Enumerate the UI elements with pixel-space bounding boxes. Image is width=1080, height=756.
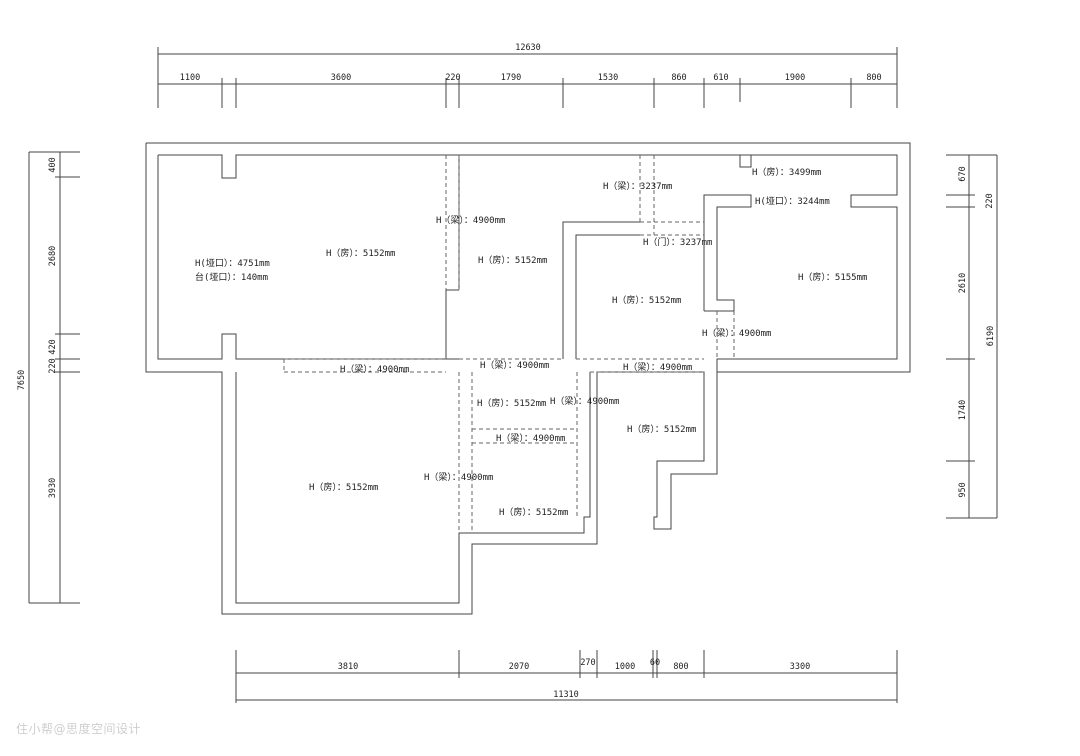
label-opening-3244: H(垭口）：3244mm (755, 195, 830, 207)
dim-bottom-5: 60 (650, 658, 660, 668)
dim-top-5: 1530 (598, 73, 618, 83)
dim-right-1: 670 (958, 166, 968, 181)
label-room-5155: H（房）：5155mm (798, 271, 867, 283)
label-door-3237: H（门）：3237mm (643, 236, 712, 248)
beams (283, 155, 735, 533)
label-room-5152-d: H（房）：5152mm (477, 397, 546, 409)
dim-bottom-total: 11310 (553, 690, 579, 700)
bottom-dimensions: 3810 2070 270 1000 60 800 3300 11310 (235, 650, 898, 703)
dim-top-total: 12630 (515, 43, 541, 53)
label-room-5152-g: H（房）：5152mm (499, 506, 568, 518)
label-beam-4900-top: H（梁）：4900mm (436, 214, 505, 226)
walls (145, 142, 911, 615)
dim-left-1: 400 (48, 157, 58, 172)
label-opening-4751: H(垭口）：4751mm (195, 257, 270, 269)
label-room-5152-f: H（房）：5152mm (309, 481, 378, 493)
inner-wall-left-room (157, 155, 446, 360)
label-beam-4900-lower: H（梁）：4900mm (496, 432, 565, 444)
label-room-5152-a: H（房）：5152mm (326, 247, 395, 259)
dim-top-8: 1900 (785, 73, 805, 83)
dim-top-9: 800 (866, 73, 881, 83)
label-room-3499: H（房）：3499mm (752, 166, 821, 178)
left-dimensions: 7650 400 2680 420 220 3930 (17, 151, 80, 604)
dim-top-3: 220 (445, 73, 460, 83)
dim-bottom-2: 2070 (509, 662, 529, 672)
label-beam-4900-corr: H（梁）：4900mm (550, 395, 619, 407)
central-room-wall (562, 221, 640, 359)
right-bay-wall (703, 194, 752, 312)
dim-top-1: 1100 (180, 73, 200, 83)
dim-bottom-3: 270 (580, 658, 595, 668)
dim-right-4: 1740 (958, 400, 968, 420)
dim-top-4: 1790 (501, 73, 521, 83)
dim-top-7: 610 (713, 73, 728, 83)
dim-bottom-4: 1000 (615, 662, 635, 672)
label-beam-3237: H（梁）：3237mm (603, 180, 672, 192)
dim-right-2: 220 (985, 193, 995, 208)
partition-wall-1 (445, 290, 459, 360)
dim-left-3: 420 (48, 339, 58, 354)
dim-left-total: 7650 (17, 370, 27, 390)
dim-right-3: 2610 (958, 273, 968, 293)
label-beam-4900-bottom: H（梁）：4900mm (424, 471, 493, 483)
dim-left-2: 2680 (48, 246, 58, 266)
label-room-5152-e: H（房）：5152mm (627, 423, 696, 435)
label-beam-4900-right: H（梁）：4900mm (702, 327, 771, 339)
right-room-wall (739, 155, 752, 168)
inner-wall-lower (235, 372, 591, 604)
label-beam-4900-left: H（梁）：4900mm (340, 363, 409, 375)
label-room-5152-b: H（房）：5152mm (478, 254, 547, 266)
top-dimensions: 12630 1100 3600 220 1790 1530 860 610 19… (157, 43, 898, 108)
dim-bottom-6: 800 (673, 662, 688, 672)
outer-wall (145, 142, 911, 615)
central-room-wall-2 (575, 234, 640, 359)
dim-left-4: 220 (48, 358, 58, 373)
watermark: 住小帮@思度空间设计 (16, 722, 142, 736)
dim-right-5: 950 (958, 482, 968, 497)
label-beam-4900-east: H（梁）：4900mm (623, 361, 692, 373)
dim-bottom-7: 3300 (790, 662, 810, 672)
label-room-5152-c: H（房）：5152mm (612, 294, 681, 306)
label-beam-4900-mid: H（梁）：4900mm (480, 359, 549, 371)
right-dimensions: 6190 670 220 2610 1740 950 (946, 154, 998, 519)
label-sill-140: 台(垭口）：140mm (195, 271, 268, 283)
dim-top-6: 860 (671, 73, 686, 83)
dim-bottom-1: 3810 (338, 662, 358, 672)
inner-wall (158, 154, 898, 372)
dim-right-total: 6190 (986, 326, 996, 346)
annotations: H（梁）：3237mm H（房）：3499mm H(垭口）：3244mm H（梁… (195, 166, 867, 518)
dim-top-2: 3600 (331, 73, 351, 83)
dim-left-5: 3930 (48, 478, 58, 498)
